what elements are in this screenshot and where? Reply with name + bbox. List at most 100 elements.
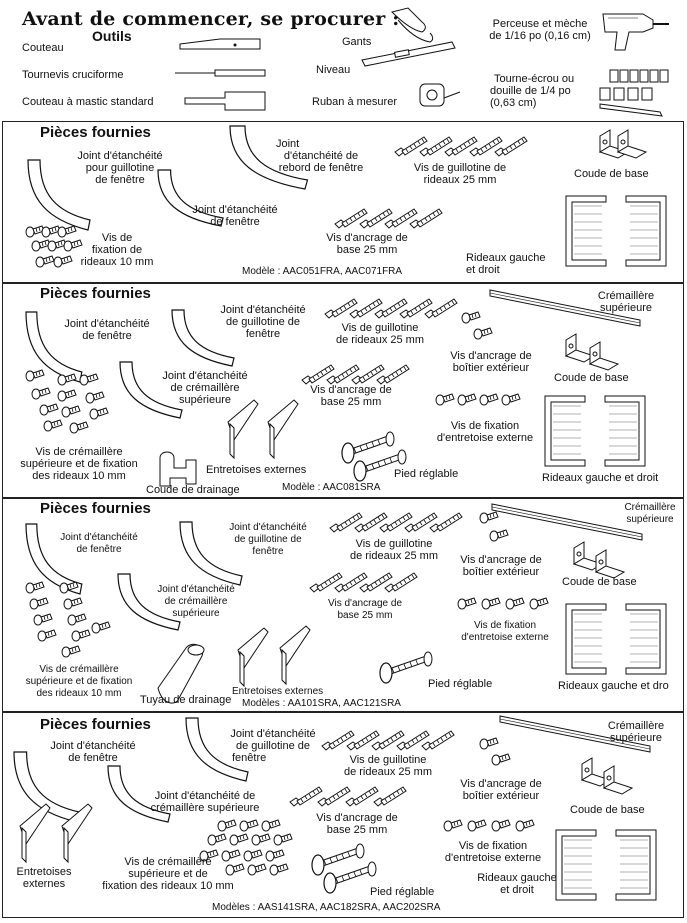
s4-rail-seal-line1: Joint d'étanchéité de <box>140 790 270 802</box>
s2-anchor-screws-line1: Vis d'ancrage de <box>296 384 406 396</box>
s3-rail-seal-label: Joint d'étanchéité de crémaillère supéri… <box>146 584 246 620</box>
s2-spacer-screws-label: Vis de fixation d'entretoise externe <box>420 420 550 444</box>
s3-guillotine-seal-line2: de guillotine de <box>218 534 318 546</box>
s2-top-rail-line1: Crémaillère <box>586 290 666 302</box>
s1-fix-screws-line2: fixation de <box>72 244 162 256</box>
s2-curtains-label: Rideaux gauche et droit <box>542 472 658 484</box>
s4-base-elbow-label: Coude de base <box>570 804 645 816</box>
s2-models: Modèle : AAC081SRA <box>282 482 380 494</box>
s4-curtains-line2: et droit <box>472 884 562 896</box>
s2-guillotine-seal-label: Joint d'étanchéité de guillotine de fenê… <box>208 304 318 340</box>
s2-rail-seal-line2: de crémaillère <box>150 382 260 394</box>
s4-spacer-screws-line1: Vis de fixation <box>428 840 558 852</box>
s2-anchor-screws-line2: base 25 mm <box>296 396 406 408</box>
s4-rail-fix-screws-line3: fixation des rideaux 10 mm <box>88 880 248 892</box>
s2-guillotine-seal-line2: de guillotine de <box>208 316 318 328</box>
s1-curtain-screws-line1: Vis de guillotine de <box>400 162 520 174</box>
section-4-heading: Pièces fournies <box>40 716 151 733</box>
s3-rail-seal-line1: Joint d'étanchéité <box>146 584 246 596</box>
s3-curtain-screws-line2: de rideaux 25 mm <box>334 550 454 562</box>
tool-nut-line3: (0,63 cm) <box>490 97 574 109</box>
s4-window-seal-line1: Joint d'étanchéité <box>38 740 148 752</box>
s4-curtains-label: Rideaux gauche et droit <box>472 872 562 896</box>
s1-curtains-line1: Rideaux gauche <box>466 252 546 264</box>
s3-rail-fix-screws-label: Vis de crémaillère supérieure et de fixa… <box>4 664 154 700</box>
s3-top-rail-line2: supérieure <box>612 514 687 526</box>
s1-window-seal-label: Joint d'étanchéité pour guillotine de fe… <box>60 150 180 186</box>
s2-rail-fix-screws-line2: supérieure et de fixation <box>4 458 154 470</box>
s1-ledge-seal-label: Joint d'étanchéité de rebord de fenêtre <box>262 138 380 174</box>
s2-guillotine-seal-line1: Joint d'étanchéité <box>208 304 318 316</box>
s3-rail-seal-line3: supérieure <box>146 608 246 620</box>
s2-housing-screws-line1: Vis d'ancrage de <box>436 350 546 362</box>
s1-anchor-screws-line1: Vis d'ancrage de <box>312 232 422 244</box>
s2-curtain-screws-line1: Vis de guillotine <box>320 322 440 334</box>
s1-window-seal-line3: de fenêtre <box>60 174 180 186</box>
tool-drill-line2: de 1/16 po (0,16 cm) <box>470 30 610 42</box>
s3-drain-label: Tuyau de drainage <box>140 694 231 706</box>
s4-spacer-screws-label: Vis de fixation d'entretoise externe <box>428 840 558 864</box>
s3-top-rail-line1: Crémaillère <box>612 502 687 514</box>
tool-nut-line2: douille de 1/4 po <box>490 85 574 97</box>
s4-guillotine-seal-line1: Joint d'étanchéité <box>218 728 328 740</box>
s3-housing-screws-line1: Vis d'ancrage de <box>446 554 556 566</box>
tool-drill-line1: Perceuse et mèche <box>470 18 610 30</box>
s3-curtain-screws-line1: Vis de guillotine <box>334 538 454 550</box>
s4-top-rail-label: Crémaillère supérieure <box>596 720 676 744</box>
s3-guillotine-seal-line1: Joint d'étanchéité <box>218 522 318 534</box>
s4-guillotine-seal-line2: de guillotine de <box>218 740 328 752</box>
s1-window-seal2-line1: Joint d'étanchéité <box>180 204 290 216</box>
s2-window-seal-line2: de fenêtre <box>52 330 162 342</box>
s4-guillotine-seal-label: Joint d'étanchéité de guillotine de fenê… <box>218 728 328 764</box>
s3-foot-label: Pied réglable <box>428 678 492 690</box>
s4-spacers-label: Entretoises externes <box>14 866 74 890</box>
s1-curtain-screws-label: Vis de guillotine de rideaux 25 mm <box>400 162 520 186</box>
s1-window-seal-line1: Joint d'étanchéité <box>60 150 180 162</box>
s4-curtain-screws-label: Vis de guillotine de rideaux 25 mm <box>328 754 448 778</box>
s4-window-seal-line2: de fenêtre <box>38 752 148 764</box>
s4-anchor-screws-line2: base 25 mm <box>302 824 412 836</box>
s2-rail-seal-line1: Joint d'étanchéité <box>150 370 260 382</box>
s2-rail-fix-screws-line1: Vis de crémaillère <box>4 446 154 458</box>
s3-curtains-label: Rideaux gauche et dro <box>558 680 669 692</box>
s3-spacers-label: Entretoises externes <box>232 686 323 698</box>
s4-rail-fix-screws-line1: Vis de crémaillère <box>88 856 248 868</box>
s1-curtains-line2: et droit <box>466 264 546 276</box>
s3-base-elbow-label: Coude de base <box>562 576 637 588</box>
s3-curtain-screws-label: Vis de guillotine de rideaux 25 mm <box>334 538 454 562</box>
s4-housing-screws-label: Vis d'ancrage de boîtier extérieur <box>446 778 556 802</box>
s4-spacers-line1: Entretoises <box>14 866 74 878</box>
s4-guillotine-seal-line3: fenêtre <box>218 752 328 764</box>
s2-window-seal-label: Joint d'étanchéité de fenêtre <box>52 318 162 342</box>
tool-level: Niveau <box>316 64 350 76</box>
s1-window-seal2-line2: de fenêtre <box>180 216 290 228</box>
s1-curtain-screws-line2: rideaux 25 mm <box>400 174 520 186</box>
s4-spacers-line2: externes <box>14 878 74 890</box>
s4-spacer-screws-line2: d'entretoise externe <box>428 852 558 864</box>
tool-nut-driver: Tourne-écrou ou douille de 1/4 po (0,63 … <box>490 73 574 109</box>
s3-spacer-screws-label: Vis de fixation d'entretoise externe <box>440 620 570 644</box>
s3-rail-fix-screws-line1: Vis de crémaillère <box>4 664 154 676</box>
s3-top-rail-label: Crémaillère supérieure <box>612 502 687 526</box>
s4-curtain-screws-line2: de rideaux 25 mm <box>328 766 448 778</box>
s1-base-elbow-label: Coude de base <box>574 168 649 180</box>
s4-rail-seal-line2: crémaillère supérieure <box>140 802 270 814</box>
s4-anchor-screws-line1: Vis d'ancrage de <box>302 812 412 824</box>
s3-rail-seal-line2: de crémaillère <box>146 596 246 608</box>
section-1-heading: Pièces fournies <box>40 124 151 141</box>
s2-housing-screws-label: Vis d'ancrage de boîtier extérieur <box>436 350 546 374</box>
s4-anchor-screws-label: Vis d'ancrage de base 25 mm <box>302 812 412 836</box>
s4-housing-screws-line2: boîtier extérieur <box>446 790 556 802</box>
s2-spacer-screws-line2: d'entretoise externe <box>420 432 550 444</box>
s3-rail-fix-screws-line2: supérieure et de fixation <box>4 676 154 688</box>
tool-knife: Couteau <box>22 42 64 54</box>
s1-window-seal-line2: pour guillotine <box>60 162 180 174</box>
s3-housing-screws-label: Vis d'ancrage de boîtier extérieur <box>446 554 556 578</box>
s1-anchor-screws-line2: base 25 mm <box>312 244 422 256</box>
s1-fix-screws-line1: Vis de <box>72 232 162 244</box>
s2-curtain-screws-label: Vis de guillotine de rideaux 25 mm <box>320 322 440 346</box>
s4-curtains-line1: Rideaux gauche <box>472 872 562 884</box>
s3-spacer-screws-line2: d'entretoise externe <box>440 632 570 644</box>
s2-anchor-screws-label: Vis d'ancrage de base 25 mm <box>296 384 406 408</box>
s2-rail-seal-label: Joint d'étanchéité de crémaillère supéri… <box>150 370 260 406</box>
